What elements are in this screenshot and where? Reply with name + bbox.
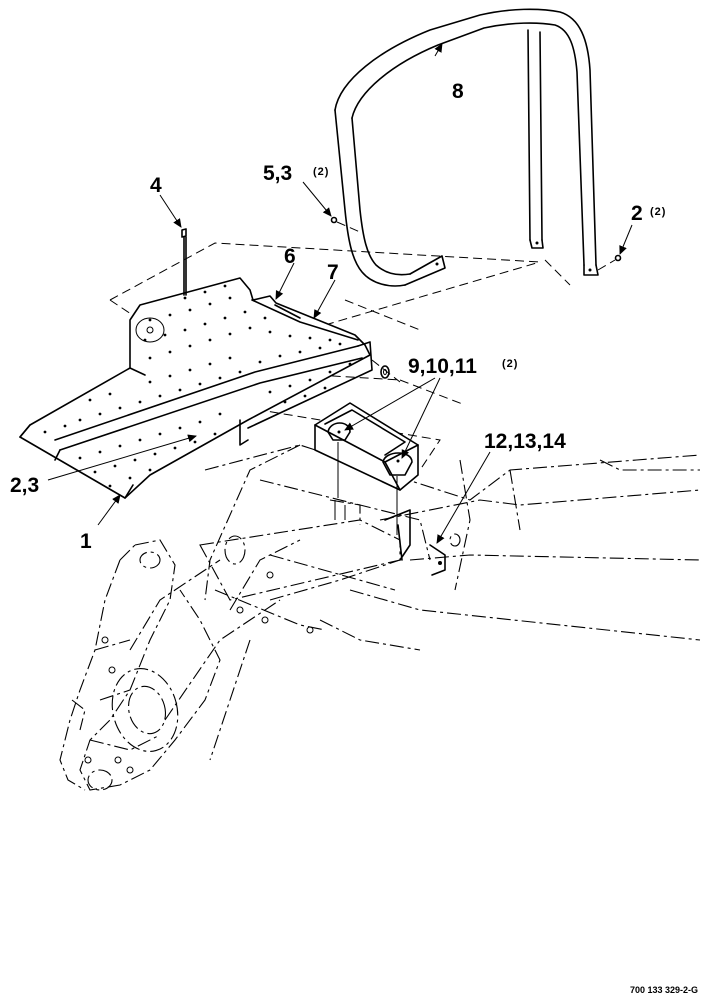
callout-9-10-11-qty: (2) — [502, 358, 518, 370]
washer — [371, 359, 401, 383]
phantom-frame — [129, 444, 701, 761]
gearbox — [59, 539, 221, 791]
callout-2-3: 2,3 — [10, 474, 39, 497]
handrail — [334, 8, 599, 287]
figure-id: 700 133 329-2-G — [630, 985, 698, 995]
callout-2-qty: (2) — [650, 206, 666, 218]
callout-12-13-14: 12,13,14 — [484, 430, 566, 453]
tool-box — [314, 402, 419, 535]
callout-5-3-qty: (2) — [313, 166, 329, 178]
bolt — [181, 228, 187, 296]
callouts: 8 4 5,3 (2) 6 7 2 (2) 9,10,11 (2) 12,13,… — [10, 80, 666, 553]
callout-4: 4 — [150, 174, 162, 197]
callout-5-3: 5,3 — [263, 162, 292, 185]
phantom-channel — [199, 499, 401, 634]
platform — [19, 277, 373, 499]
fasteners — [330, 216, 622, 271]
leaders — [47, 43, 633, 544]
bolt-hole-highlight — [135, 317, 165, 343]
callout-2: 2 — [631, 202, 643, 225]
callout-1: 1 — [80, 530, 92, 553]
callout-6: 6 — [284, 245, 296, 268]
perforations — [43, 284, 352, 488]
callout-8: 8 — [452, 80, 464, 103]
callout-7: 7 — [327, 261, 339, 284]
callout-9-10-11: 9,10,11 — [408, 355, 477, 378]
mount-bracket — [334, 500, 446, 576]
